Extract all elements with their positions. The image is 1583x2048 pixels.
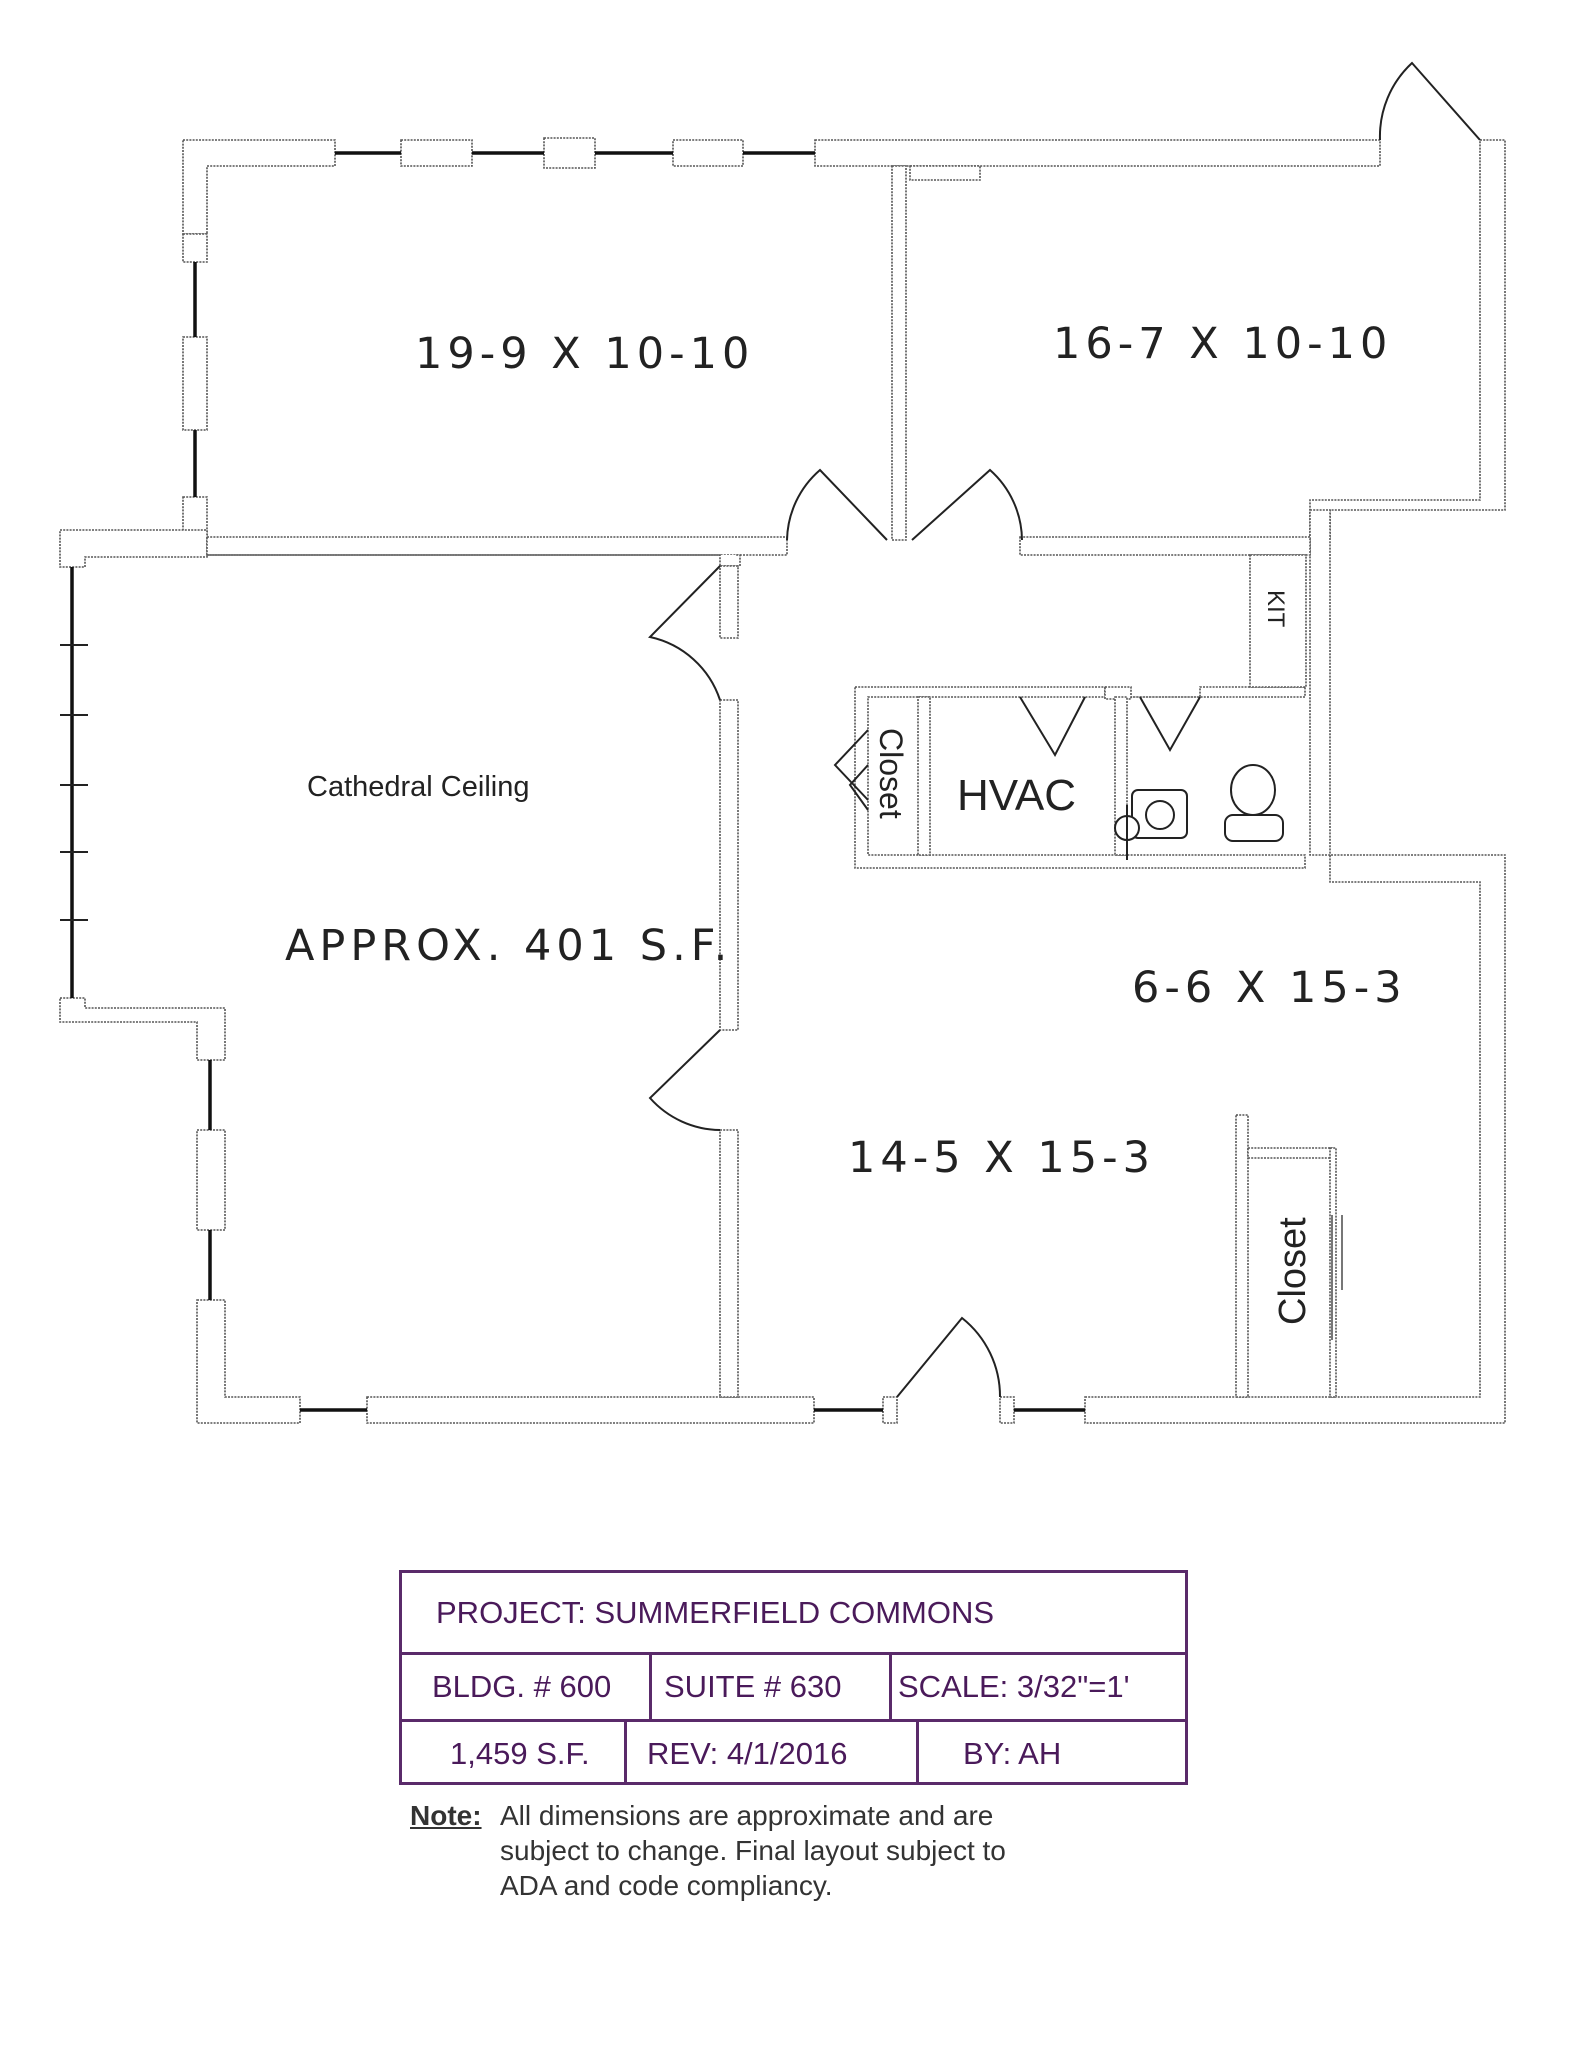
- suite-number: SUITE # 630: [652, 1655, 892, 1719]
- project-name: PROJECT: SUMMERFIELD COMMONS: [436, 1594, 995, 1630]
- main-room-note: Cathedral Ceiling: [307, 771, 529, 803]
- main-room-area: APPROX. 401 S.F.: [285, 921, 732, 971]
- bathroom-fixtures: [1114, 764, 1284, 860]
- scale: SCALE: 3/32"=1': [898, 1669, 1130, 1704]
- toilet: [1230, 764, 1276, 816]
- note-label: Note:: [410, 1800, 482, 1831]
- title-block: PROJECT: SUMMERFIELD COMMONS BLDG. # 600…: [399, 1570, 1188, 1785]
- drawn-by: BY: AH: [963, 1735, 1062, 1771]
- room-labels: 19-9 X 10-10 16-7 X 10-10 Cathedral Ceil…: [285, 319, 1407, 1325]
- title-block-project-row: PROJECT: SUMMERFIELD COMMONS: [402, 1573, 1185, 1655]
- revision-date: REV: 4/1/2016: [627, 1722, 919, 1785]
- kitchen-label: KIT: [1262, 590, 1289, 628]
- title-block-building-row: BLDG. # 600 SUITE # 630 SCALE: 3/32"=1': [402, 1655, 1185, 1722]
- hvac-label: HVAC: [957, 771, 1076, 820]
- office-2-dimensions: 16-7 X 10-10: [1053, 319, 1392, 369]
- note-text: All dimensions are approximate and are s…: [500, 1800, 1006, 1901]
- building-number: BLDG. # 600: [402, 1655, 652, 1719]
- square-footage: 1,459 S.F.: [402, 1722, 627, 1785]
- closet-small-label: Closet: [873, 728, 909, 819]
- title-block-revision-row: 1,459 S.F. REV: 4/1/2016 BY: AH: [402, 1722, 1185, 1785]
- room-right-dimensions: 6-6 X 15-3: [1132, 963, 1407, 1013]
- door-swings: [648, 61, 1481, 1398]
- office-1-dimensions: 19-9 X 10-10: [415, 329, 754, 379]
- closet-right-label: Closet: [1272, 1217, 1314, 1325]
- windows: [60, 151, 1085, 1412]
- interior-walls: [206, 165, 1343, 1398]
- room-center-dimensions: 14-5 X 15-3: [848, 1133, 1155, 1183]
